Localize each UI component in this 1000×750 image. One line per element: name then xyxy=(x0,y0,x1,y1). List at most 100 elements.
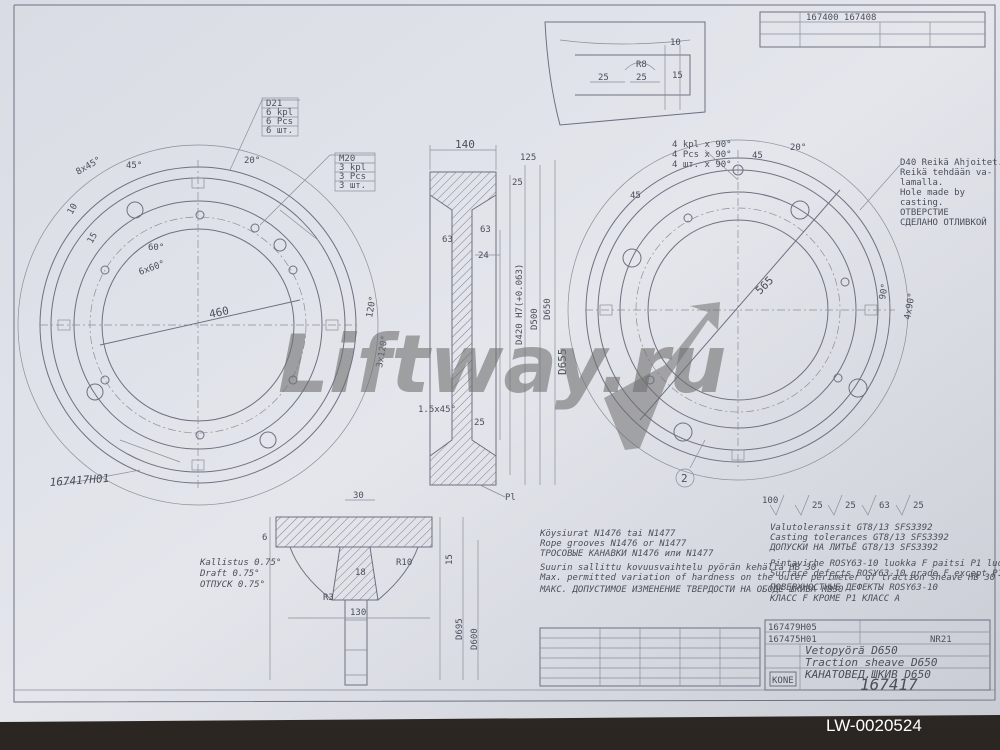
detail-dim-1: 10 xyxy=(670,38,681,48)
right-note-5: casting. xyxy=(900,198,943,208)
section-view: 140 125 25 63 63 24 D420 H7(+0.063) D500… xyxy=(418,138,569,503)
groove-dim-r3: R3 xyxy=(323,593,334,603)
note-mid-6: МАКС. ДОПУСТИМОЕ ИЗМЕНЕНИЕ ТВЕРДОСТИ НА … xyxy=(539,585,843,595)
detail-dim-3: 25 xyxy=(598,73,609,83)
left-thread-callout-1: M20 xyxy=(339,154,355,164)
part-marking: 167417H01 xyxy=(49,472,109,489)
detail-dim-4: 25 xyxy=(636,73,647,83)
left-dim-10: 10 xyxy=(66,202,80,216)
right-dim-45b: 45 xyxy=(630,191,641,201)
revision-table xyxy=(539,627,761,687)
left-dim-15: 15 xyxy=(86,231,100,245)
right-note-4: Hole made by xyxy=(900,188,966,198)
roughness-4: 63 xyxy=(879,501,890,511)
title-sheet: NR21 xyxy=(930,635,952,645)
title-name-fi: Vetopyörä D650 xyxy=(805,644,898,657)
section-dim-63b: 63 xyxy=(480,225,491,235)
title-name-ru: КАНАТОВЕД.ШКИВ D650 xyxy=(804,668,931,681)
right-note-3: lamalla. xyxy=(900,178,943,188)
section-dim-24: 24 xyxy=(478,251,489,261)
title-ref-2: 167475H01 xyxy=(768,635,817,645)
section-dim-d655: D655 xyxy=(556,349,569,376)
left-hole-callout-3: 6 Pcs xyxy=(266,117,293,127)
note-right-5: Surface defects ROSY63-10 grade F except… xyxy=(770,569,1000,579)
section-dim-d500: D500 xyxy=(530,308,540,330)
left-hole-callout-4: 6 шт. xyxy=(266,126,293,136)
note-right-2: Casting tolerances GT8/13 SFS3392 xyxy=(770,533,949,543)
right-dim-20: 20° xyxy=(790,143,806,153)
note-mid-2: Rope grooves N1476 or N1477 xyxy=(540,539,687,549)
groove-view: 30 6 R10 15 18 R3 130 D695 D600 Kallistu… xyxy=(199,491,480,686)
section-dim-25b: 25 xyxy=(474,418,485,428)
header-table: 167400 167408 xyxy=(759,11,986,48)
right-dim-90: 90° xyxy=(878,283,891,301)
section-dim-chamfer: 1.5x45° xyxy=(418,405,456,415)
left-dim-60: 60° xyxy=(148,243,164,253)
title-name-en: Traction sheave D650 xyxy=(805,656,938,669)
title-ref-1: 167479H05 xyxy=(768,623,817,633)
section-dim-d420: D420 H7(+0.063) xyxy=(515,264,525,345)
detail-dim-2: R8 xyxy=(636,60,647,70)
groove-dim-d600: D600 xyxy=(470,628,480,650)
left-thread-callout-4: 3 шт. xyxy=(339,181,366,191)
watermark: Liftway.ru xyxy=(278,302,726,450)
groove-dim-d695: D695 xyxy=(455,618,465,640)
header-number: 167400 167408 xyxy=(806,13,876,23)
section-dim-140: 140 xyxy=(455,138,475,151)
roughness-3: 25 xyxy=(845,501,856,511)
title-number: 167417 xyxy=(860,675,918,694)
right-note-7: СДЕЛАНО ОТЛИВКОЙ xyxy=(900,216,987,228)
right-note-2: Reikä tehdään va- xyxy=(900,168,992,178)
draft-note-2: Draft 0.75° xyxy=(199,569,260,579)
roughness-5: 25 xyxy=(913,501,924,511)
note-right-6: ПОВЕРХНОСТНЫЕ ДЕФЕКТЫ ROSY63-10 xyxy=(769,583,938,593)
right-hole-callout-3: 4 шт. x 90° xyxy=(672,160,732,170)
section-dim-63a: 63 xyxy=(442,235,453,245)
note-right-4: Pintavirhe ROSY63-10 luokka F paitsi P1 … xyxy=(770,559,1000,569)
left-hole-callout-1: D21 xyxy=(266,99,282,109)
right-hole-callout-1: 4 kpl x 90° xyxy=(672,140,732,150)
draft-note-1: Kallistus 0.75° xyxy=(199,558,281,568)
left-thread-callout-2: 3 kpl xyxy=(339,163,366,173)
right-sheave-view: 2 4 kpl x 90° 4 Pcs x 90° 4 шт. x 90° D4… xyxy=(567,139,1000,488)
groove-dim-130: 130 xyxy=(350,608,366,618)
groove-dim-r10: R10 xyxy=(396,558,412,568)
right-casting-note: D40 Reikä Ahjoitet. Reikä tehdään va- la… xyxy=(900,158,1000,228)
roughness-1: 100 xyxy=(762,496,778,506)
watermark-arrow xyxy=(604,302,720,450)
left-dim-45: 45° xyxy=(126,161,142,171)
note-mid-4: Suurin sallittu kovuusvaihtelu pyörän ke… xyxy=(540,563,816,573)
note-mid-1: Köysiurat N1476 tai N1477 xyxy=(539,529,676,539)
right-dim-4x90: 4x90° xyxy=(903,292,918,320)
note-mid-3: ТРОСОВЫЕ КАНАВКИ N1476 или N1477 xyxy=(540,549,714,559)
groove-dim-15: 15 xyxy=(445,554,455,565)
position-marker: 2 xyxy=(681,472,688,485)
right-hole-callout-2: 4 Pcs x 90° xyxy=(672,150,732,160)
title-block: 167479H05 167475H01 NR21 Vetopyörä D650 … xyxy=(764,619,991,694)
note-right-1: Valutoleranssit GT8/13 SFS3392 xyxy=(770,523,933,533)
roughness-symbols: 100 25 25 63 25 xyxy=(762,494,924,516)
detail-view-top: 10 R8 25 25 15 xyxy=(544,21,706,126)
left-dim-460: 460 xyxy=(208,304,230,321)
groove-dim-30: 30 xyxy=(353,491,364,501)
notes-right: Valutoleranssit GT8/13 SFS3392 Casting t… xyxy=(769,523,1000,604)
company-logo: KONE xyxy=(772,676,794,686)
stamp-code: LW-0020524 xyxy=(826,716,922,735)
section-dim-25a: 25 xyxy=(512,178,523,188)
left-dim-120: 120° xyxy=(365,295,379,318)
left-hole-callout-2: 6 kpl xyxy=(266,108,293,118)
draft-note-3: ОТПУСК 0.75° xyxy=(200,580,265,590)
detail-dim-5: 15 xyxy=(672,71,683,81)
section-dim-d650: D650 xyxy=(543,298,553,320)
right-note-1: D40 Reikä Ahjoitet. xyxy=(900,158,1000,168)
section-dim-p1: Pl xyxy=(505,493,516,503)
note-right-3: ДОПУСКИ НА ЛИТЬЁ GT8/13 SFS3392 xyxy=(769,542,938,553)
drawing-border xyxy=(13,4,996,703)
right-dim-45a: 45 xyxy=(752,151,763,161)
groove-dim-6: 6 xyxy=(262,533,267,543)
roughness-2: 25 xyxy=(812,501,823,511)
note-mid-5: Max. permitted variation of hardness on … xyxy=(539,573,995,583)
notes-middle: Köysiurat N1476 tai N1477 Rope grooves N… xyxy=(539,529,995,595)
left-thread-callout-3: 3 Pcs xyxy=(339,172,366,182)
